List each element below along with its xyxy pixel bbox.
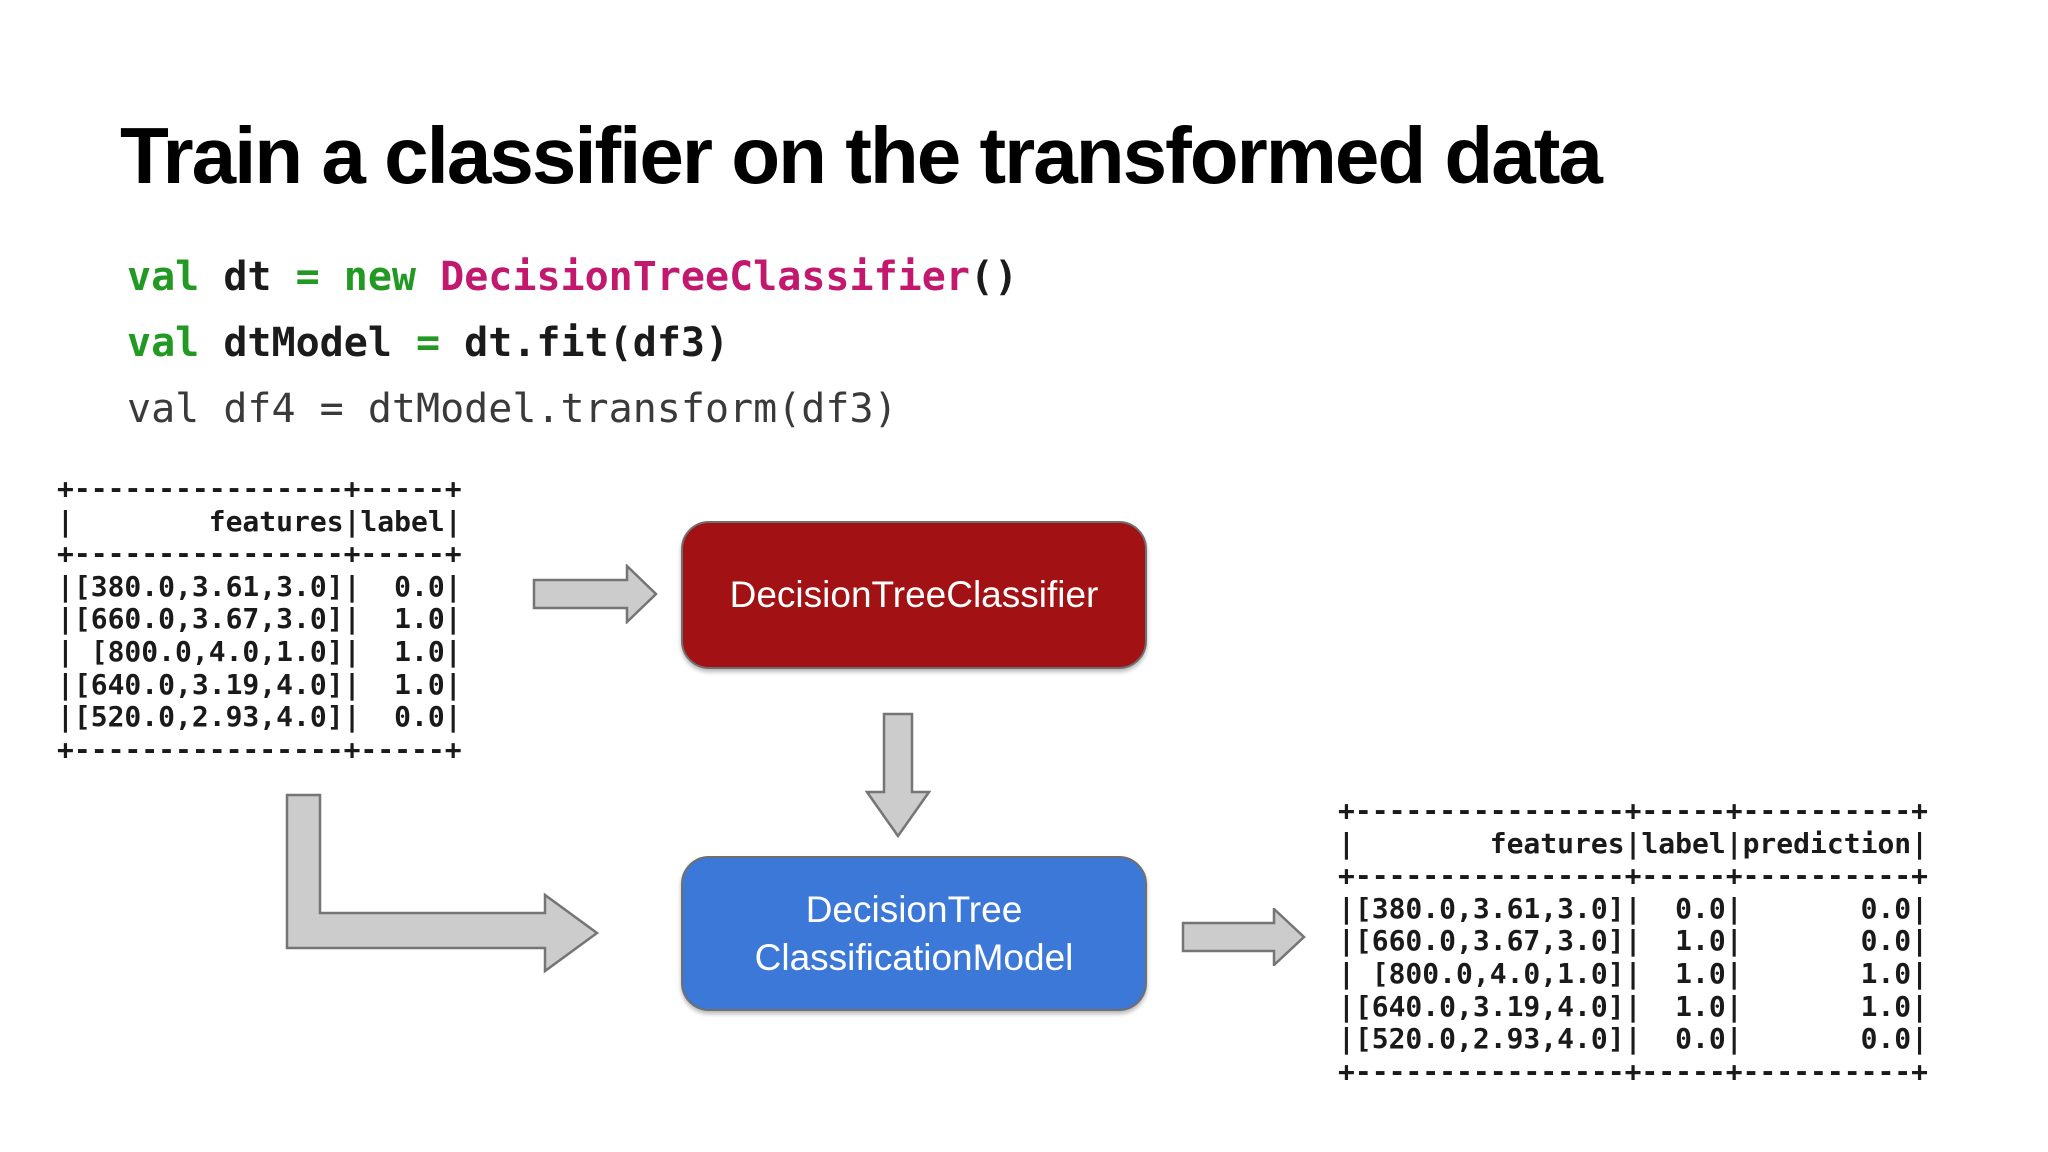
code-line: val df4 = dtModel.transform(df3) [127, 376, 1018, 442]
code-token: dtModel [199, 320, 416, 366]
page-title: Train a classifier on the transformed da… [120, 111, 1603, 200]
code-token: val df4 = dtModel.transform(df3) [127, 386, 898, 432]
decision-tree-classifier-box: DecisionTreeClassifier [681, 521, 1147, 669]
code-snippet: val dt = new DecisionTreeClassifier()val… [127, 244, 1018, 442]
right-arrow-icon [1181, 908, 1306, 966]
decision-tree-classification-model-box: DecisionTree ClassificationModel [681, 856, 1147, 1011]
code-token: = [416, 320, 441, 366]
code-token: dt [199, 254, 296, 300]
output-dataframe-table: +----------------+-----+----------+ | fe… [1338, 794, 1929, 1088]
code-token: new [343, 254, 417, 300]
classifier-box-label: DecisionTreeClassifier [729, 574, 1099, 615]
code-token: () [969, 254, 1019, 300]
code-line: val dt = new DecisionTreeClassifier() [127, 244, 1018, 310]
code-token: dt.fit(df3) [440, 320, 730, 366]
bent-arrow-icon [285, 793, 600, 974]
code-token [416, 254, 440, 300]
code-token: DecisionTreeClassifier [440, 254, 970, 300]
model-box-label-line1: DecisionTree [805, 888, 1023, 930]
code-token: = [295, 254, 320, 300]
right-arrow-icon [532, 564, 658, 624]
code-token: val [127, 320, 200, 366]
model-box-label-line2: ClassificationModel [754, 936, 1074, 978]
code-line: val dtModel = dt.fit(df3) [127, 310, 1018, 376]
code-token: val [127, 254, 200, 300]
code-token [320, 254, 344, 300]
input-dataframe-table: +----------------+-----+ | features|labe… [57, 472, 462, 766]
down-arrow-icon [865, 712, 931, 838]
